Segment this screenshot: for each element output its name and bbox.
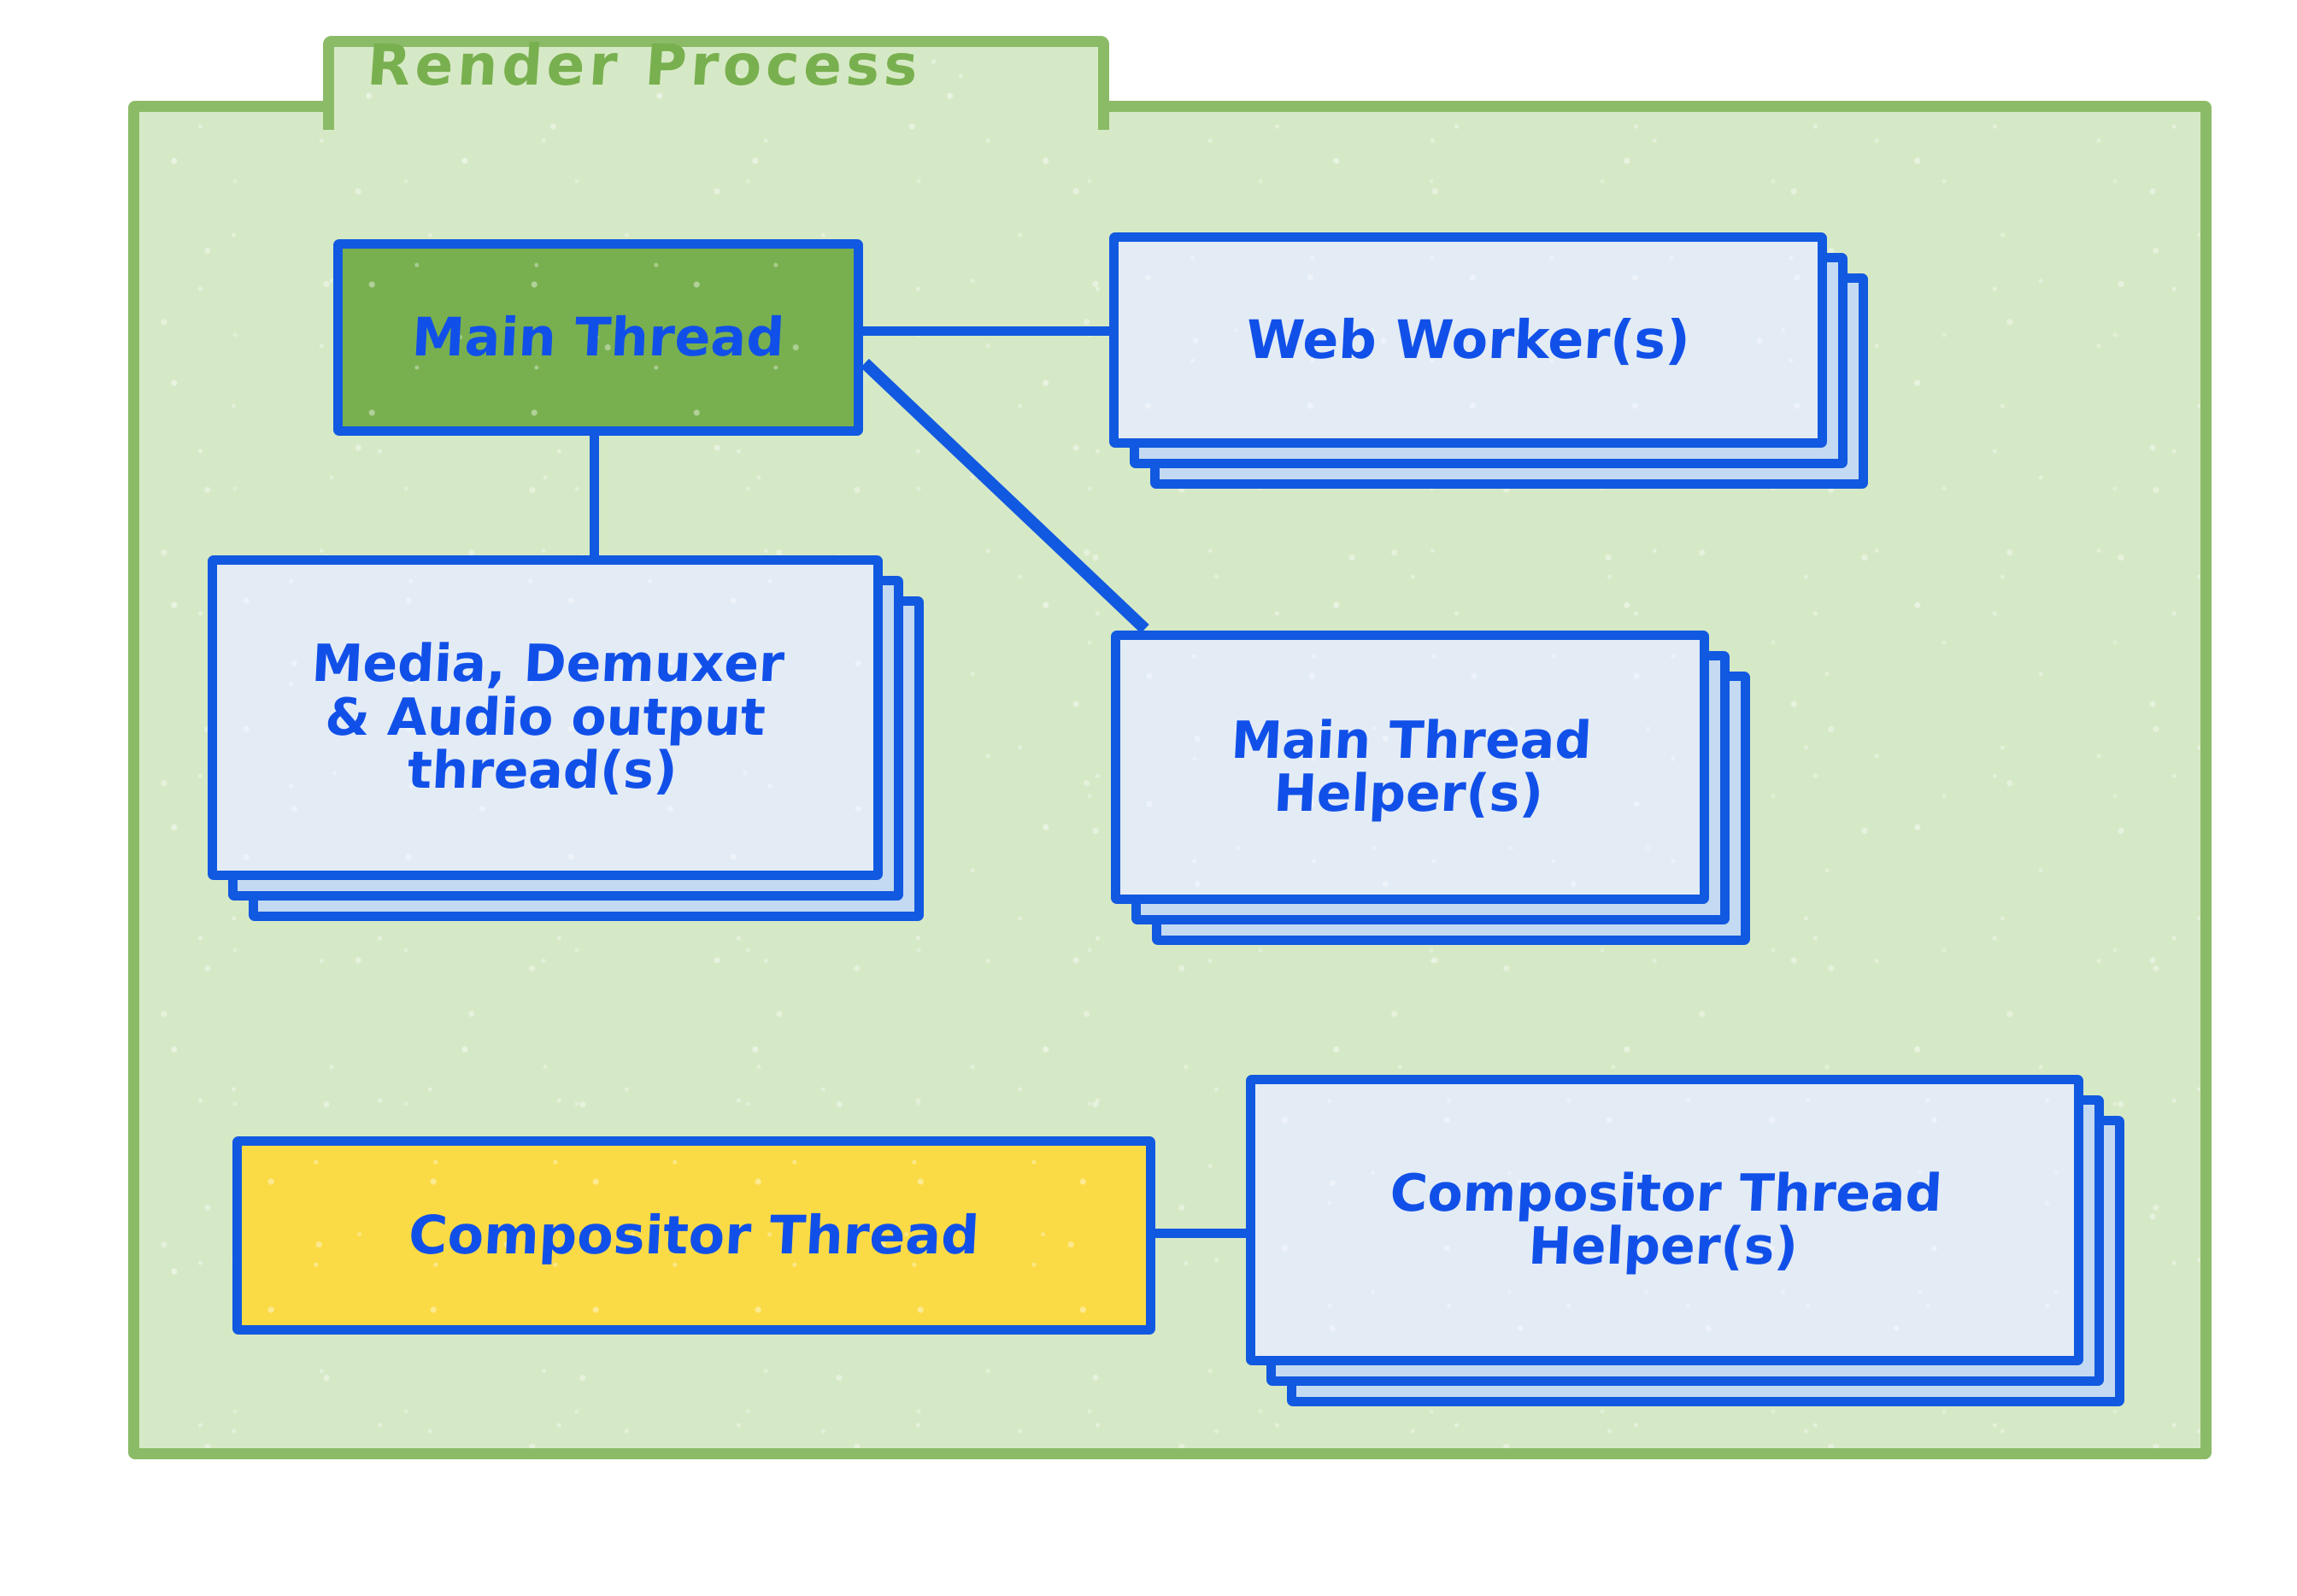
node-main-thread[interactable]: Main Thread — [333, 239, 863, 436]
main-thread-card — [333, 239, 863, 436]
render-process-frame-seam — [334, 101, 1098, 120]
node-media-demuxer-audio-output-thread[interactable]: Media, Demuxer & Audio output thread(s) — [208, 555, 951, 948]
media-demuxer-card — [208, 555, 883, 880]
compositor-thread-helper-card — [1246, 1075, 2083, 1365]
connector-main-thread-to-web-worker — [863, 326, 1111, 336]
node-web-worker[interactable]: Web Worker(s) — [1109, 232, 1887, 489]
connector-compositor-thread-to-compositor-thread-helper — [1155, 1229, 1254, 1238]
node-compositor-thread[interactable]: Compositor Thread — [232, 1136, 1155, 1335]
node-main-thread-helper[interactable]: Main Thread Helper(s) — [1111, 631, 1777, 972]
compositor-thread-card — [232, 1136, 1155, 1335]
node-compositor-thread-helper[interactable]: Compositor Thread Helper(s) — [1246, 1075, 2152, 1434]
main-thread-helper-card — [1111, 631, 1709, 904]
page-title: Render Process — [365, 32, 925, 98]
connector-main-thread-to-media-demuxer — [590, 436, 599, 562]
web-worker-card — [1109, 232, 1827, 448]
